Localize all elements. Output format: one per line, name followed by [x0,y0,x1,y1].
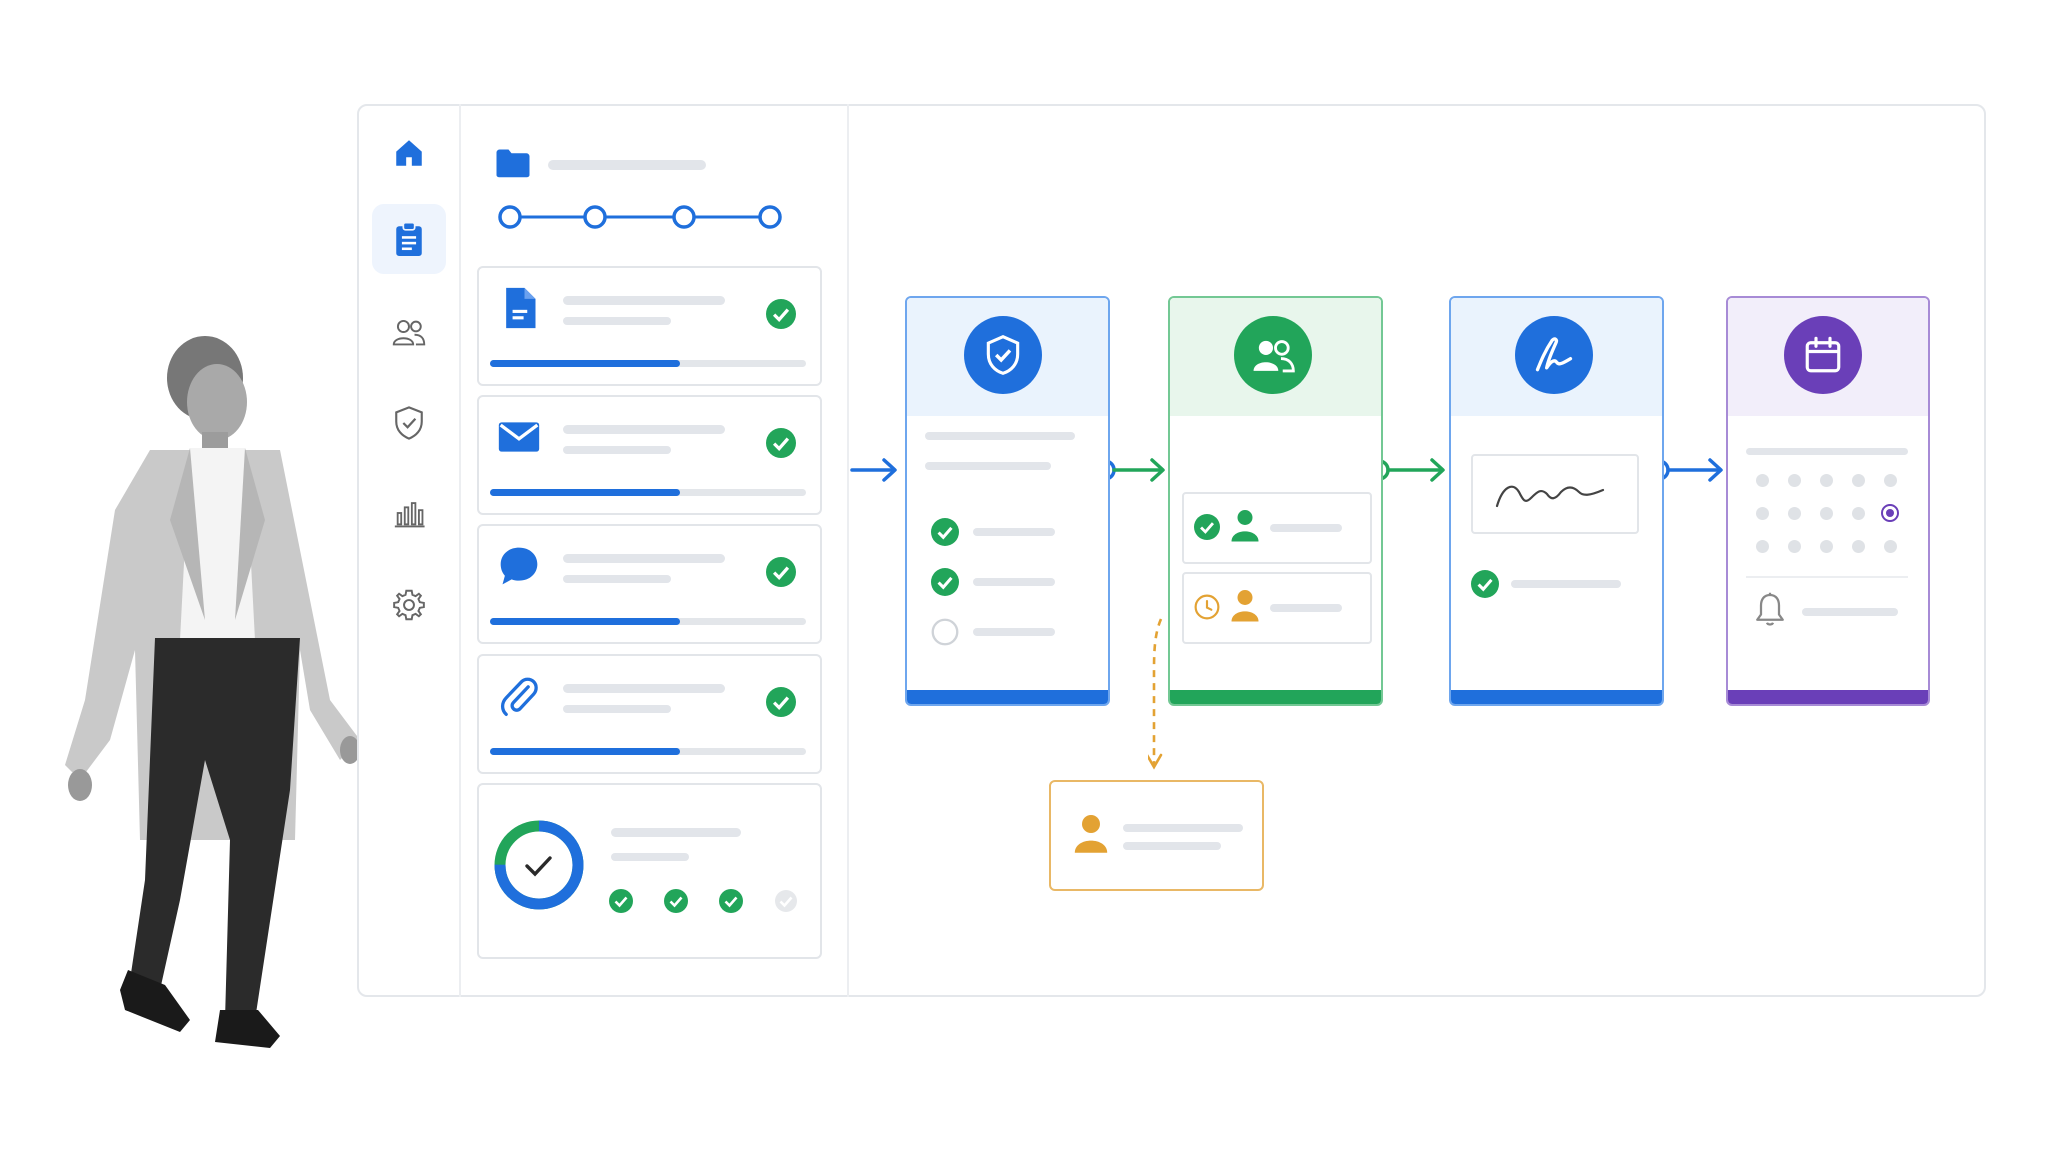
envelope-icon [498,422,540,452]
workflow-step-schedule[interactable] [1726,296,1930,706]
shield-icon [395,406,423,440]
check-circle-icon [766,428,796,458]
stepper-node-3 [672,205,696,229]
checklist-item-email[interactable] [477,395,822,515]
calendar-day[interactable] [1852,474,1865,487]
stepper-node-4 [758,205,782,229]
workflow-step-signature[interactable] [1449,296,1664,706]
person-icon [1231,510,1259,542]
calendar-day[interactable] [1788,474,1801,487]
sidebar-item-team[interactable] [372,297,446,367]
check-circle-icon [766,557,796,587]
calendar-grid[interactable] [1756,474,1906,564]
shield-check-icon [986,334,1020,375]
checklist-item-message[interactable] [477,524,822,644]
calendar-icon [1805,336,1841,373]
sidebar-item-security[interactable] [372,388,446,458]
check-circle-icon [664,889,688,913]
folder-title-placeholder [548,160,706,170]
workflow-step-approval[interactable] [1168,296,1383,706]
check-circle-icon [766,299,796,329]
progress-stepper [498,205,782,229]
item-progress-fill [490,748,680,755]
sidebar-item-home[interactable] [372,118,446,188]
check-circle-icon [609,889,633,913]
signature-pad[interactable] [1471,454,1639,534]
calendar-day[interactable] [1788,507,1801,520]
calendar-day[interactable] [1884,540,1897,553]
sidebar-item-analytics[interactable] [372,478,446,548]
summary-checks [609,889,809,915]
calendar-day[interactable] [1884,474,1897,487]
item-progress-bar [490,618,806,625]
home-icon [396,140,422,166]
item-progress-bar [490,489,806,496]
paperclip-icon [500,677,538,716]
check-circle-icon [1194,514,1220,540]
escalation-connector [1148,618,1163,770]
completion-ring [494,820,584,910]
stepper-node-2 [583,205,607,229]
calendar-day[interactable] [1788,540,1801,553]
step-badge [1234,316,1312,394]
calendar-day[interactable] [1756,474,1769,487]
calendar-day[interactable] [1756,540,1769,553]
check-circle-icon [931,518,959,546]
calendar-day[interactable] [1756,507,1769,520]
person-icon [1231,590,1259,622]
users-icon [392,319,426,346]
calendar-day[interactable] [1852,507,1865,520]
person-photo [65,336,360,1048]
calendar-day[interactable] [1820,474,1833,487]
checklist-item-document[interactable] [477,266,822,386]
item-progress-fill [490,618,680,625]
item-progress-fill [490,489,680,496]
document-icon [506,287,536,329]
workflow-step-verify[interactable] [905,296,1110,706]
sidebar-item-tasks[interactable] [372,204,446,274]
approver-row-pending[interactable] [1182,572,1372,644]
gear-icon [393,589,425,621]
check-circle-icon [1471,570,1499,598]
item-progress-fill [490,360,680,367]
check-circle-icon [719,889,743,913]
check-circle-icon [931,568,959,596]
signature-icon [1535,337,1573,372]
checklist-divider [847,104,849,997]
bell-icon [1756,592,1784,626]
checklist-summary-card [477,783,822,959]
calendar-day[interactable] [1852,540,1865,553]
signature-stroke [1495,485,1605,508]
check-circle-icon [766,687,796,717]
step-badge [1784,316,1862,394]
pending-check-icon [775,890,797,912]
checklist-item-attachment[interactable] [477,654,822,774]
clipboard-icon [396,221,422,256]
sidebar-divider [459,104,461,997]
step-badge [964,316,1042,394]
stepper-node-1 [498,205,522,229]
approver-row-approved[interactable] [1182,492,1372,564]
users-icon [1253,340,1295,373]
calendar-day[interactable] [1820,540,1833,553]
sidebar-item-settings[interactable] [372,570,446,640]
escalation-card[interactable] [1049,780,1264,891]
empty-circle-icon [931,618,959,646]
person-icon [1074,815,1108,853]
step-badge [1515,316,1593,394]
clock-icon [1194,594,1220,620]
item-progress-bar [490,748,806,755]
calendar-day[interactable] [1820,507,1833,520]
chart-icon [394,502,425,528]
check-icon [525,856,552,877]
chat-bubble-icon [500,547,538,585]
calendar-day-selected[interactable] [1881,504,1899,522]
folder-icon [496,149,530,178]
item-progress-bar [490,360,806,367]
